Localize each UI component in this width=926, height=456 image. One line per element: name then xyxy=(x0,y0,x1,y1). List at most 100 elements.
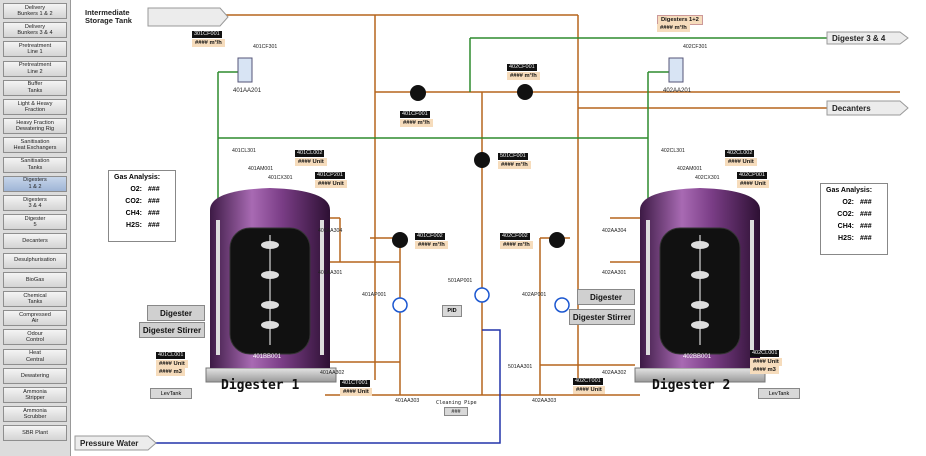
label-501aa301: 501AA301 xyxy=(508,364,533,370)
label-402cf301: 402CF301 xyxy=(683,44,708,50)
tag-402cf002: 402CF002 xyxy=(500,233,530,240)
value-401cl001-unit: #### Unit xyxy=(156,360,188,368)
value-401cp201: #### Unit xyxy=(315,180,347,188)
label-402bb001: 402BB001 xyxy=(683,354,712,360)
label-401cl301: 401CL301 xyxy=(232,148,256,154)
sidebar-item-20[interactable]: Ammonia Stripper xyxy=(3,387,67,403)
sidebar-item-1[interactable]: Delivery Bunkers 3 & 4 xyxy=(3,22,67,39)
sidebar-item-11[interactable]: Digester 5 xyxy=(3,214,67,231)
digester-2-button[interactable]: Digester xyxy=(577,289,635,305)
process-canvas: Intermediate Storage Tank Digester 3 & 4… xyxy=(70,0,926,456)
tag-401cl002: 401CL002 xyxy=(295,150,325,157)
tag-401cl001: 401CL001 xyxy=(156,352,186,359)
sidebar-item-0[interactable]: Delivery Bunkers 1 & 2 xyxy=(3,3,67,19)
intermediate-storage-label: Intermediate Storage Tank xyxy=(85,8,132,25)
gas-row: O2:### xyxy=(842,199,872,206)
label-402aa301: 402AA301 xyxy=(602,270,627,276)
label-401cx301: 401CX301 xyxy=(268,175,293,181)
levtank-1-button[interactable]: LevTank xyxy=(150,388,192,399)
sidebar-item-17[interactable]: Odour Control xyxy=(3,329,67,346)
tag-402ct001: 402CT001 xyxy=(573,378,603,385)
sidebar-item-16[interactable]: Compressed Air xyxy=(3,310,67,327)
gas-row: CH4:### xyxy=(837,223,872,230)
tag-402cp001: 402CP001 xyxy=(737,172,767,179)
label-402aa201: 402AA201 xyxy=(663,88,692,94)
sidebar: Delivery Bunkers 1 & 2 Delivery Bunkers 3… xyxy=(0,0,71,456)
value-401cf001: #### m³/h xyxy=(400,119,433,127)
digester-1-title: Digester 1 xyxy=(221,378,300,393)
digester-34-label: Digester 3 & 4 xyxy=(832,33,886,43)
label-401aa201: 401AA201 xyxy=(233,88,262,94)
cleaning-pipe-value: ### xyxy=(444,407,468,416)
label-402aa304: 402AA304 xyxy=(602,228,627,234)
tag-301cf001: 301CF001 xyxy=(192,31,222,38)
value-401cl001-m3: #### m3 xyxy=(156,368,185,376)
sidebar-item-15[interactable]: Chemical Tanks xyxy=(3,291,67,307)
sidebar-item-14[interactable]: BioGas xyxy=(3,271,67,288)
value-401cf002: #### m³/h xyxy=(415,241,448,249)
sidebar-item-3[interactable]: Pretreatment Line 2 xyxy=(3,60,67,77)
gas-row: CH4:### xyxy=(125,210,160,217)
tag-401cf001: 401CF001 xyxy=(400,111,430,118)
gas-row: O2:### xyxy=(130,186,160,193)
gas-analysis-panel-2: Gas Analysis: O2:### CO2:### CH4:### H2S… xyxy=(820,183,888,255)
label-cleaning-pipe: Cleaning Pipe xyxy=(436,400,477,406)
levtank-2-button[interactable]: LevTank xyxy=(758,388,800,399)
tag-401cf002: 401CF002 xyxy=(415,233,445,240)
value-402cl001-unit: #### Unit xyxy=(750,358,782,366)
value-402cl002: #### Unit xyxy=(725,158,757,166)
value-301cf001: #### m³/h xyxy=(192,39,225,47)
sidebar-item-7[interactable]: Sanitisation Heat Exchangers xyxy=(3,137,67,154)
sidebar-item-2[interactable]: Pretreatment Line 1 xyxy=(3,41,67,58)
value-402cl001-m3: #### m3 xyxy=(750,366,779,374)
sidebar-item-12[interactable]: Decanters xyxy=(3,233,67,250)
sidebar-item-18[interactable]: Heat Central xyxy=(3,348,67,365)
sidebar-item-9[interactable]: Digesters 1 & 2 xyxy=(3,175,67,192)
label-401aa304: 401AA304 xyxy=(318,228,343,234)
gas-row: CO2:### xyxy=(125,198,160,205)
sidebar-item-6[interactable]: Heavy Fraction Dewatering Rig xyxy=(3,118,67,135)
label-401aa303: 401AA303 xyxy=(395,398,420,404)
sidebar-item-8[interactable]: Sanitisation Tanks xyxy=(3,156,67,173)
label-401bb001: 401BB001 xyxy=(253,354,282,360)
pid-button[interactable]: PID xyxy=(442,305,462,317)
sidebar-item-4[interactable]: Buffer Tanks xyxy=(3,79,67,96)
label-402aa302: 402AA302 xyxy=(602,370,627,376)
pressure-water-label: Pressure Water xyxy=(80,438,139,448)
value-401cl002: #### Unit xyxy=(295,158,327,166)
digester-1-button[interactable]: Digester xyxy=(147,305,205,321)
value-402cf001: #### m³/h xyxy=(507,72,540,80)
value-401ct001: #### Unit xyxy=(340,388,372,396)
sidebar-item-21[interactable]: Ammonia Scrubber xyxy=(3,406,67,423)
tag-401cp201: 401CP201 xyxy=(315,172,345,179)
sidebar-item-13[interactable]: Desulphurisation xyxy=(3,252,67,269)
label-401ap001: 401AP001 xyxy=(362,292,387,298)
label-401cf301: 401CF301 xyxy=(253,44,278,50)
tag-402cf001: 402CF001 xyxy=(507,64,537,71)
tag-501cf001: 501CF001 xyxy=(498,153,528,160)
tag-401ct001: 401CT001 xyxy=(340,380,370,387)
label-402am001: 402AM001 xyxy=(677,166,703,172)
brown-pipes xyxy=(148,14,900,396)
tag-402cl002: 402CL002 xyxy=(725,150,755,157)
gas-analysis-title: Gas Analysis: xyxy=(114,174,161,181)
value-402cf002: #### m³/h xyxy=(500,241,533,249)
sidebar-item-10[interactable]: Digesters 3 & 4 xyxy=(3,195,67,211)
digester-1-tank xyxy=(205,188,337,383)
value-402ct001: #### Unit xyxy=(573,386,605,394)
label-401am001: 401AM001 xyxy=(248,166,274,172)
label-401aa302: 401AA302 xyxy=(320,370,345,376)
green-pipes xyxy=(217,37,900,201)
sidebar-item-5[interactable]: Light & Heavy Fraction xyxy=(3,99,67,115)
label-402aa303: 402AA303 xyxy=(532,398,557,404)
label-402cl301: 402CL301 xyxy=(661,148,685,154)
sidebar-item-22[interactable]: SBR Plant xyxy=(3,425,67,442)
gas-row: H2S:### xyxy=(838,235,872,242)
digester-1-stirrer-button[interactable]: Digester Stirrer xyxy=(139,322,205,338)
sidebar-item-19[interactable]: Dewatering xyxy=(3,367,67,384)
flow-meters xyxy=(203,10,565,248)
label-501ap001: 501AP001 xyxy=(448,278,473,284)
value-402cp001: #### Unit xyxy=(737,180,769,188)
gas-row: H2S:### xyxy=(126,222,160,229)
digester-2-stirrer-button[interactable]: Digester Stirrer xyxy=(569,309,635,325)
